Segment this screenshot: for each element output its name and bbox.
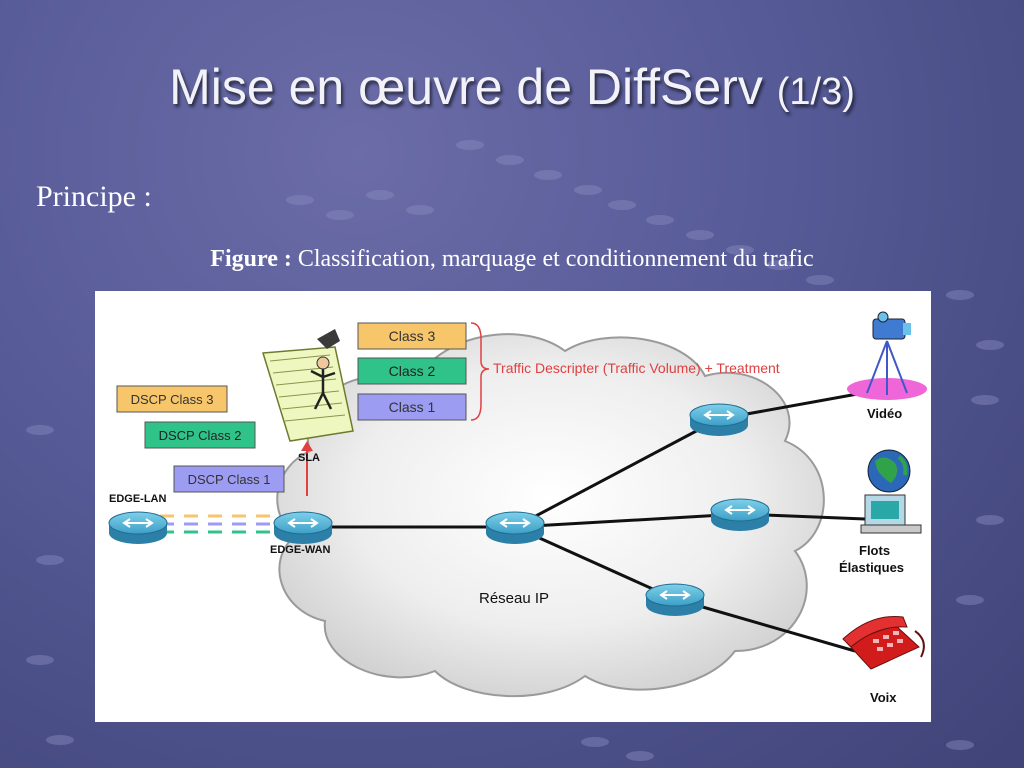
- sla-label: SLA: [298, 452, 320, 464]
- video-camera-icon: [847, 311, 927, 400]
- class-3-box: [357, 322, 467, 350]
- router-edge-lan: [108, 511, 168, 544]
- dscp-class-1-box: [173, 465, 285, 493]
- diffserv-diagram: Class 3 Class 2 Class 1 Traffic Descript…: [108, 311, 927, 705]
- voix-label: Voix: [870, 690, 897, 705]
- class-2-box: [357, 357, 467, 385]
- router-edge-wan: [273, 511, 333, 544]
- class-2-label: Class 2: [389, 363, 436, 379]
- slide-title: Mise en œuvre de DiffServ (1/3): [0, 58, 1024, 116]
- dscp-boxes: DSCP Class 3 DSCP Class 2 DSCP Class 1: [116, 385, 285, 493]
- flots-label-line2: Élastiques: [839, 560, 904, 575]
- dscp-class-1-label: DSCP Class 1: [188, 472, 271, 487]
- telephone-icon: [842, 615, 925, 670]
- router-core: [485, 511, 545, 544]
- slide-title-part: (1/3): [776, 71, 855, 113]
- router-top: [689, 403, 749, 436]
- traffic-descriptor-label: Traffic Descripter (Traffic Volume) + Tr…: [493, 360, 780, 376]
- computer-globe-icon: [860, 449, 922, 534]
- slide-title-main: Mise en œuvre de DiffServ: [169, 59, 763, 115]
- diffserv-figure: Class 3 Class 2 Class 1 Traffic Descript…: [95, 291, 931, 722]
- sla-arrowhead: [301, 441, 313, 451]
- descriptor-brace: [470, 322, 490, 421]
- dscp-class-3-label: DSCP Class 3: [131, 392, 214, 407]
- edge-lan-label: EDGE-LAN: [109, 493, 167, 505]
- class-1-box: [357, 393, 467, 421]
- figure-caption-text: Classification, marquage et conditionnem…: [291, 246, 814, 272]
- dscp-class-2-label: DSCP Class 2: [159, 428, 242, 443]
- dscp-class-3-box: [116, 385, 228, 413]
- figure-caption-prefix: Figure :: [210, 246, 292, 272]
- router-bottom: [645, 583, 705, 616]
- class-boxes: Class 3 Class 2 Class 1: [357, 322, 467, 421]
- lan-wan-dashed-links: [160, 514, 280, 534]
- principe-label: Principe :: [36, 180, 152, 213]
- dscp-class-2-box: [144, 421, 256, 449]
- edge-wan-label: EDGE-WAN: [270, 544, 331, 556]
- class-3-label: Class 3: [389, 328, 436, 344]
- router-middle: [710, 498, 770, 531]
- network-label: Réseau IP: [479, 590, 549, 607]
- video-label: Vidéo: [867, 406, 902, 421]
- class-1-label: Class 1: [389, 399, 436, 415]
- sla-document-icon: [262, 329, 354, 442]
- figure-caption: Figure : Classification, marquage et con…: [0, 246, 1024, 273]
- flots-label-line1: Flots: [859, 543, 890, 558]
- network-links: [332, 391, 866, 653]
